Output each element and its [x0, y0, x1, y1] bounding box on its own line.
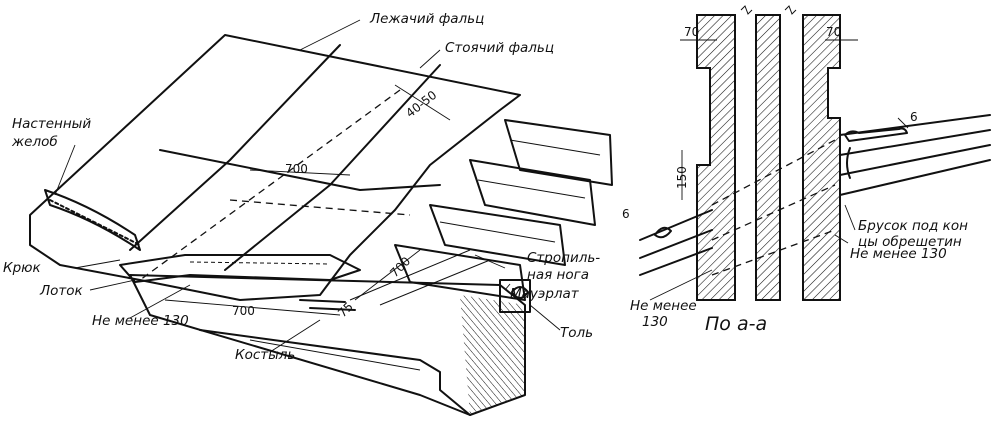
section-roof-right [839, 114, 991, 196]
rafters [394, 119, 613, 313]
dim-150: 150 [675, 166, 689, 189]
section-roof-left [639, 209, 713, 276]
label-batten-block-1: Брусок под кон [858, 218, 968, 234]
label-rafter-2: ная нога [527, 267, 589, 283]
wall-plate-roll [511, 286, 529, 299]
label-min-130-left-1: Не менее [630, 298, 697, 314]
dim-6-right: 6 [910, 110, 918, 124]
label-roofing-felt: Толь [560, 325, 593, 341]
eaves-tray [119, 254, 361, 311]
roof-sheet [29, 34, 521, 301]
dimension-lines [164, 84, 451, 316]
wall-gutter [44, 189, 141, 251]
wall-plate-beam [499, 279, 531, 313]
chimney-right-wall [802, 14, 841, 301]
label-standing-seam: Стоячий фальц [445, 40, 554, 56]
label-wall-gutter-1: Настенный [12, 116, 91, 132]
label-min-130-main: Не менее 130 [92, 313, 189, 329]
dim-700-bottom: 700 [232, 304, 255, 318]
label-wall-plate: Мауэрлат [510, 286, 580, 302]
standing-seams [129, 44, 441, 281]
roof-axonometric: Лежачий фальц Стоячий фальц Настенный же… [3, 11, 613, 416]
label-min-130-right: Не менее 130 [850, 246, 947, 262]
label-batten-block-2: цы обрешетин [858, 234, 962, 250]
dim-6-left: 6 [622, 207, 630, 221]
dim-70-left: 70 [684, 25, 699, 39]
label-tray: Лоток [39, 283, 84, 299]
chimney-left-wall [696, 14, 736, 301]
chimney-middle-wall [755, 14, 781, 301]
section-title: По а-а [705, 313, 767, 335]
label-rafter-1: Стропиль- [527, 250, 600, 266]
label-spike: Костыль [235, 347, 295, 363]
label-min-130-left-2: 130 [642, 314, 668, 330]
cornice-wall-hatch [460, 295, 525, 415]
label-lying-seam: Лежачий фальц [369, 11, 484, 27]
dim-70-right: 70 [826, 25, 841, 39]
dim-40-50: 40-50 [403, 88, 439, 121]
section-a-a: 70 70 150 6 6 Бру [622, 5, 991, 335]
label-hook: Крюк [3, 260, 42, 276]
label-wall-gutter-2: желоб [11, 134, 58, 150]
leader-lines [54, 19, 561, 353]
dim-700-top: 700 [285, 162, 308, 176]
